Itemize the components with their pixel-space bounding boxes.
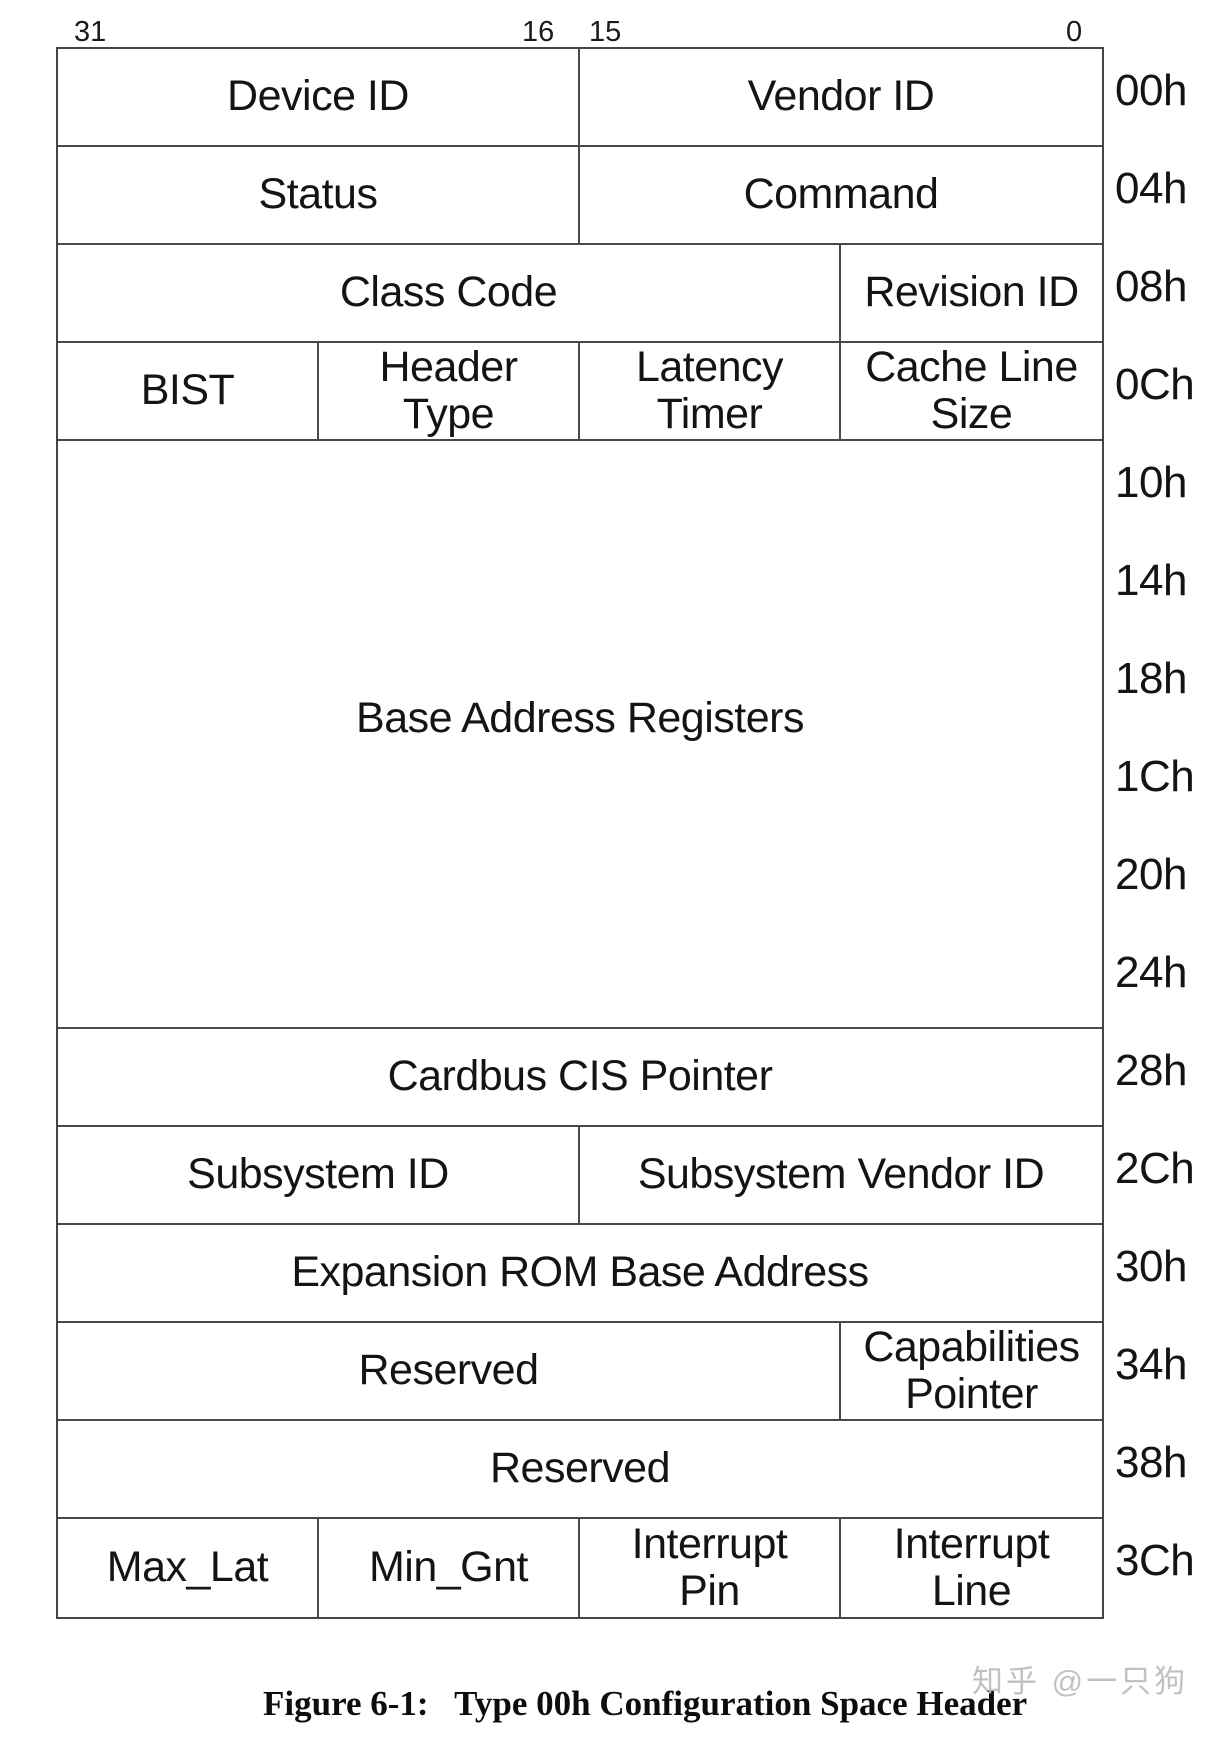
bit-label-0: 0: [1066, 16, 1083, 48]
field-class-code: Class Code: [58, 245, 841, 341]
offset-18h: 18h: [1115, 654, 1187, 703]
row-08h: Class Code Revision ID: [58, 245, 1102, 343]
field-header-type: Header Type: [319, 343, 580, 439]
field-cache-line-size: Cache Line Size: [865, 342, 1078, 438]
row-34h: Reserved Capabilities Pointer: [58, 1323, 1102, 1421]
field-subsystem-vendor-id: Subsystem Vendor ID: [637, 1150, 1045, 1199]
field-command: Command: [743, 170, 939, 219]
offset-3ch: 3Ch: [1115, 1536, 1195, 1585]
offset-0ch: 0Ch: [1115, 360, 1195, 409]
offset-30h: 30h: [1115, 1242, 1187, 1291]
bit-label-15: 15: [589, 16, 622, 48]
field-status: Status: [58, 147, 580, 243]
offset-04h: 04h: [1115, 164, 1187, 213]
offset-00h: 00h: [1115, 66, 1187, 115]
offset-24h: 24h: [1115, 948, 1187, 997]
field-expansion-rom-base-address: Expansion ROM Base Address: [291, 1248, 869, 1297]
field-bist: BIST: [58, 343, 319, 439]
row-28h: Cardbus CIS Pointer: [58, 1029, 1102, 1127]
offset-2ch: 2Ch: [1115, 1144, 1195, 1193]
offset-20h: 20h: [1115, 850, 1187, 899]
figure-caption: Figure 6-1: Type 00h Configuration Space…: [263, 1684, 1028, 1723]
row-04h: Status Command: [58, 147, 1102, 245]
field-device-id: Device ID: [58, 49, 580, 145]
field-interrupt-line: Interrupt Line: [893, 1519, 1050, 1615]
offset-34h: 34h: [1115, 1340, 1187, 1389]
offset-10h: 10h: [1115, 458, 1187, 507]
offset-column: 00h 04h 08h 0Ch 10h 14h 18h 1Ch 20h 24h …: [1115, 42, 1230, 1610]
register-table: Device ID Vendor ID Status Command Class…: [56, 47, 1104, 1619]
offset-08h: 08h: [1115, 262, 1187, 311]
field-min-gnt: Min_Gnt: [319, 1519, 580, 1617]
offset-14h: 14h: [1115, 556, 1187, 605]
row-10h-24h: Base Address Registers: [58, 441, 1102, 1029]
field-base-address-registers: Base Address Registers: [356, 694, 804, 743]
zhihu-watermark: 知乎 @一只狗: [972, 1664, 1189, 1699]
field-capabilities-pointer: Capabilities Pointer: [863, 1322, 1080, 1418]
field-cardbus-cis-pointer: Cardbus CIS Pointer: [387, 1052, 773, 1101]
offset-28h: 28h: [1115, 1046, 1187, 1095]
offset-38h: 38h: [1115, 1438, 1187, 1487]
row-38h: Reserved: [58, 1421, 1102, 1519]
field-reserved-34h: Reserved: [58, 1323, 841, 1419]
row-30h: Expansion ROM Base Address: [58, 1225, 1102, 1323]
offset-1ch: 1Ch: [1115, 752, 1195, 801]
row-3ch: Max_Lat Min_Gnt Interrupt Pin Interrupt …: [58, 1519, 1102, 1617]
row-2ch: Subsystem ID Subsystem Vendor ID: [58, 1127, 1102, 1225]
field-subsystem-id: Subsystem ID: [58, 1127, 580, 1223]
row-00h: Device ID Vendor ID: [58, 49, 1102, 147]
field-interrupt-pin: Interrupt Pin: [580, 1519, 841, 1617]
bit-label-31: 31: [74, 16, 107, 48]
field-latency-timer: Latency Timer: [580, 343, 841, 439]
field-revision-id: Revision ID: [864, 268, 1079, 317]
row-0ch: BIST Header Type Latency Timer Cache Lin…: [58, 343, 1102, 441]
bit-label-16: 16: [522, 16, 555, 48]
field-reserved-38h: Reserved: [489, 1444, 671, 1493]
field-vendor-id: Vendor ID: [747, 72, 935, 121]
field-max-lat: Max_Lat: [58, 1519, 319, 1617]
